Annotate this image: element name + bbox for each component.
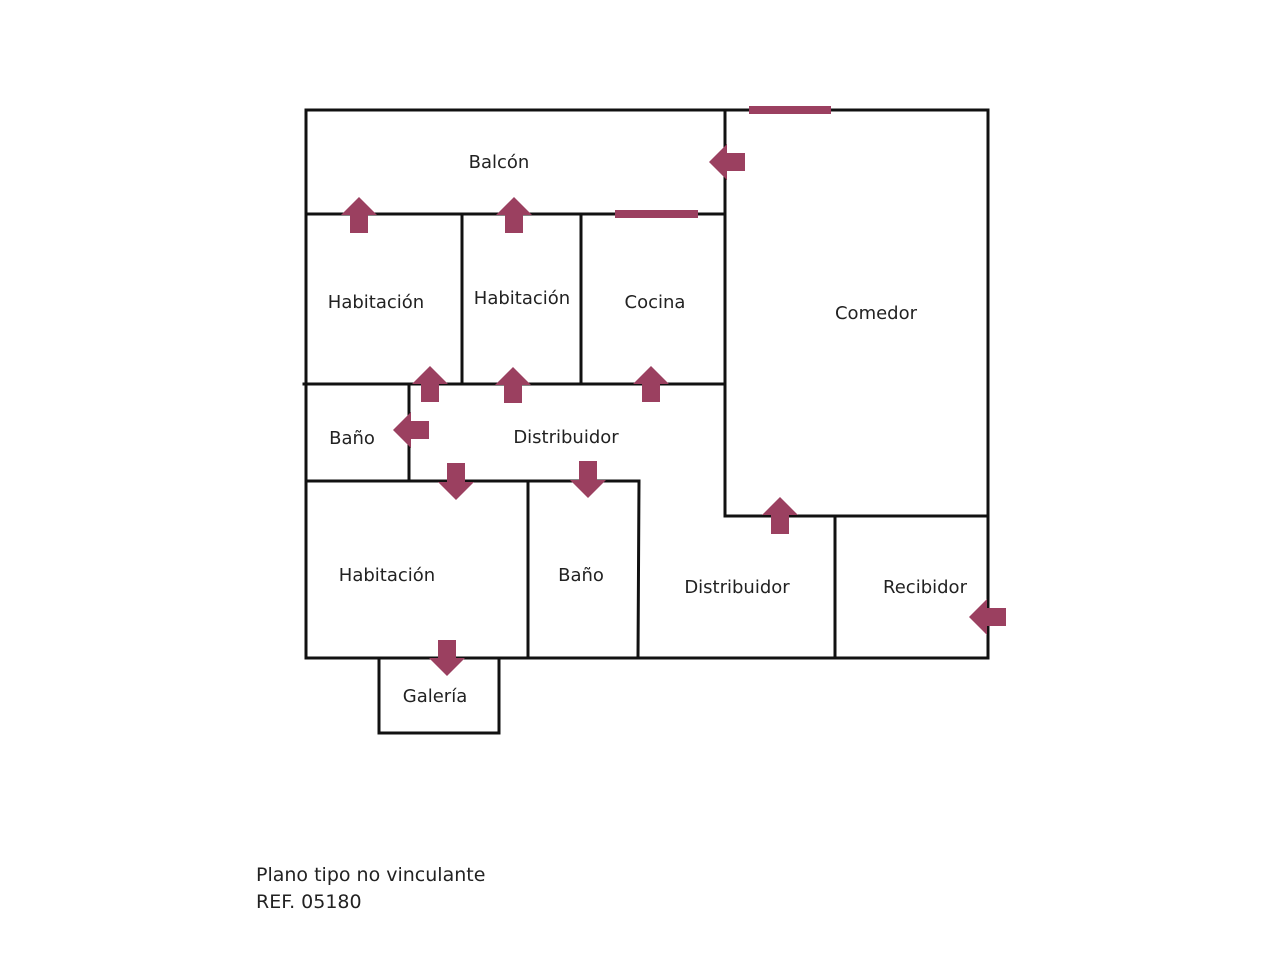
room-label-habitacion-1: Habitación xyxy=(328,292,424,313)
room-label-comedor: Comedor xyxy=(835,303,918,324)
room-label-habitacion-2: Habitación xyxy=(474,288,570,309)
caption-disclaimer: Plano tipo no vinculante xyxy=(256,864,486,886)
arrow-up-icon xyxy=(762,497,798,534)
arrow-left-icon xyxy=(709,144,745,180)
room-label-galeria: Galería xyxy=(403,686,468,707)
room-label-distribuidor-1: Distribuidor xyxy=(513,427,619,448)
room-label-bano-2: Baño xyxy=(558,565,604,586)
arrow-up-icon xyxy=(341,197,377,233)
room-label-balcon: Balcón xyxy=(469,152,530,173)
arrow-up-icon xyxy=(496,197,532,233)
caption-reference: REF. 05180 xyxy=(256,891,362,913)
arrow-down-icon xyxy=(570,461,606,498)
arrow-left-icon xyxy=(393,412,429,448)
arrow-up-icon xyxy=(495,367,531,403)
room-label-distribuidor-2: Distribuidor xyxy=(684,577,790,598)
room-label-recibidor: Recibidor xyxy=(883,577,968,598)
arrow-up-icon xyxy=(412,366,448,402)
wall-bano2-east xyxy=(636,479,641,660)
arrow-left-icon xyxy=(969,599,1006,635)
room-labels: Balcón Habitación Habitación Cocina Come… xyxy=(328,152,968,707)
door-arrows xyxy=(341,144,1006,676)
windows xyxy=(615,106,831,218)
room-label-habitacion-3: Habitación xyxy=(339,565,435,586)
arrow-down-icon xyxy=(438,463,474,500)
arrow-up-icon xyxy=(633,366,669,402)
room-label-cocina: Cocina xyxy=(625,292,686,313)
room-label-bano-1: Baño xyxy=(329,428,375,449)
arrow-down-icon xyxy=(429,640,465,676)
plan-caption: Plano tipo no vinculante REF. 05180 xyxy=(256,862,485,916)
